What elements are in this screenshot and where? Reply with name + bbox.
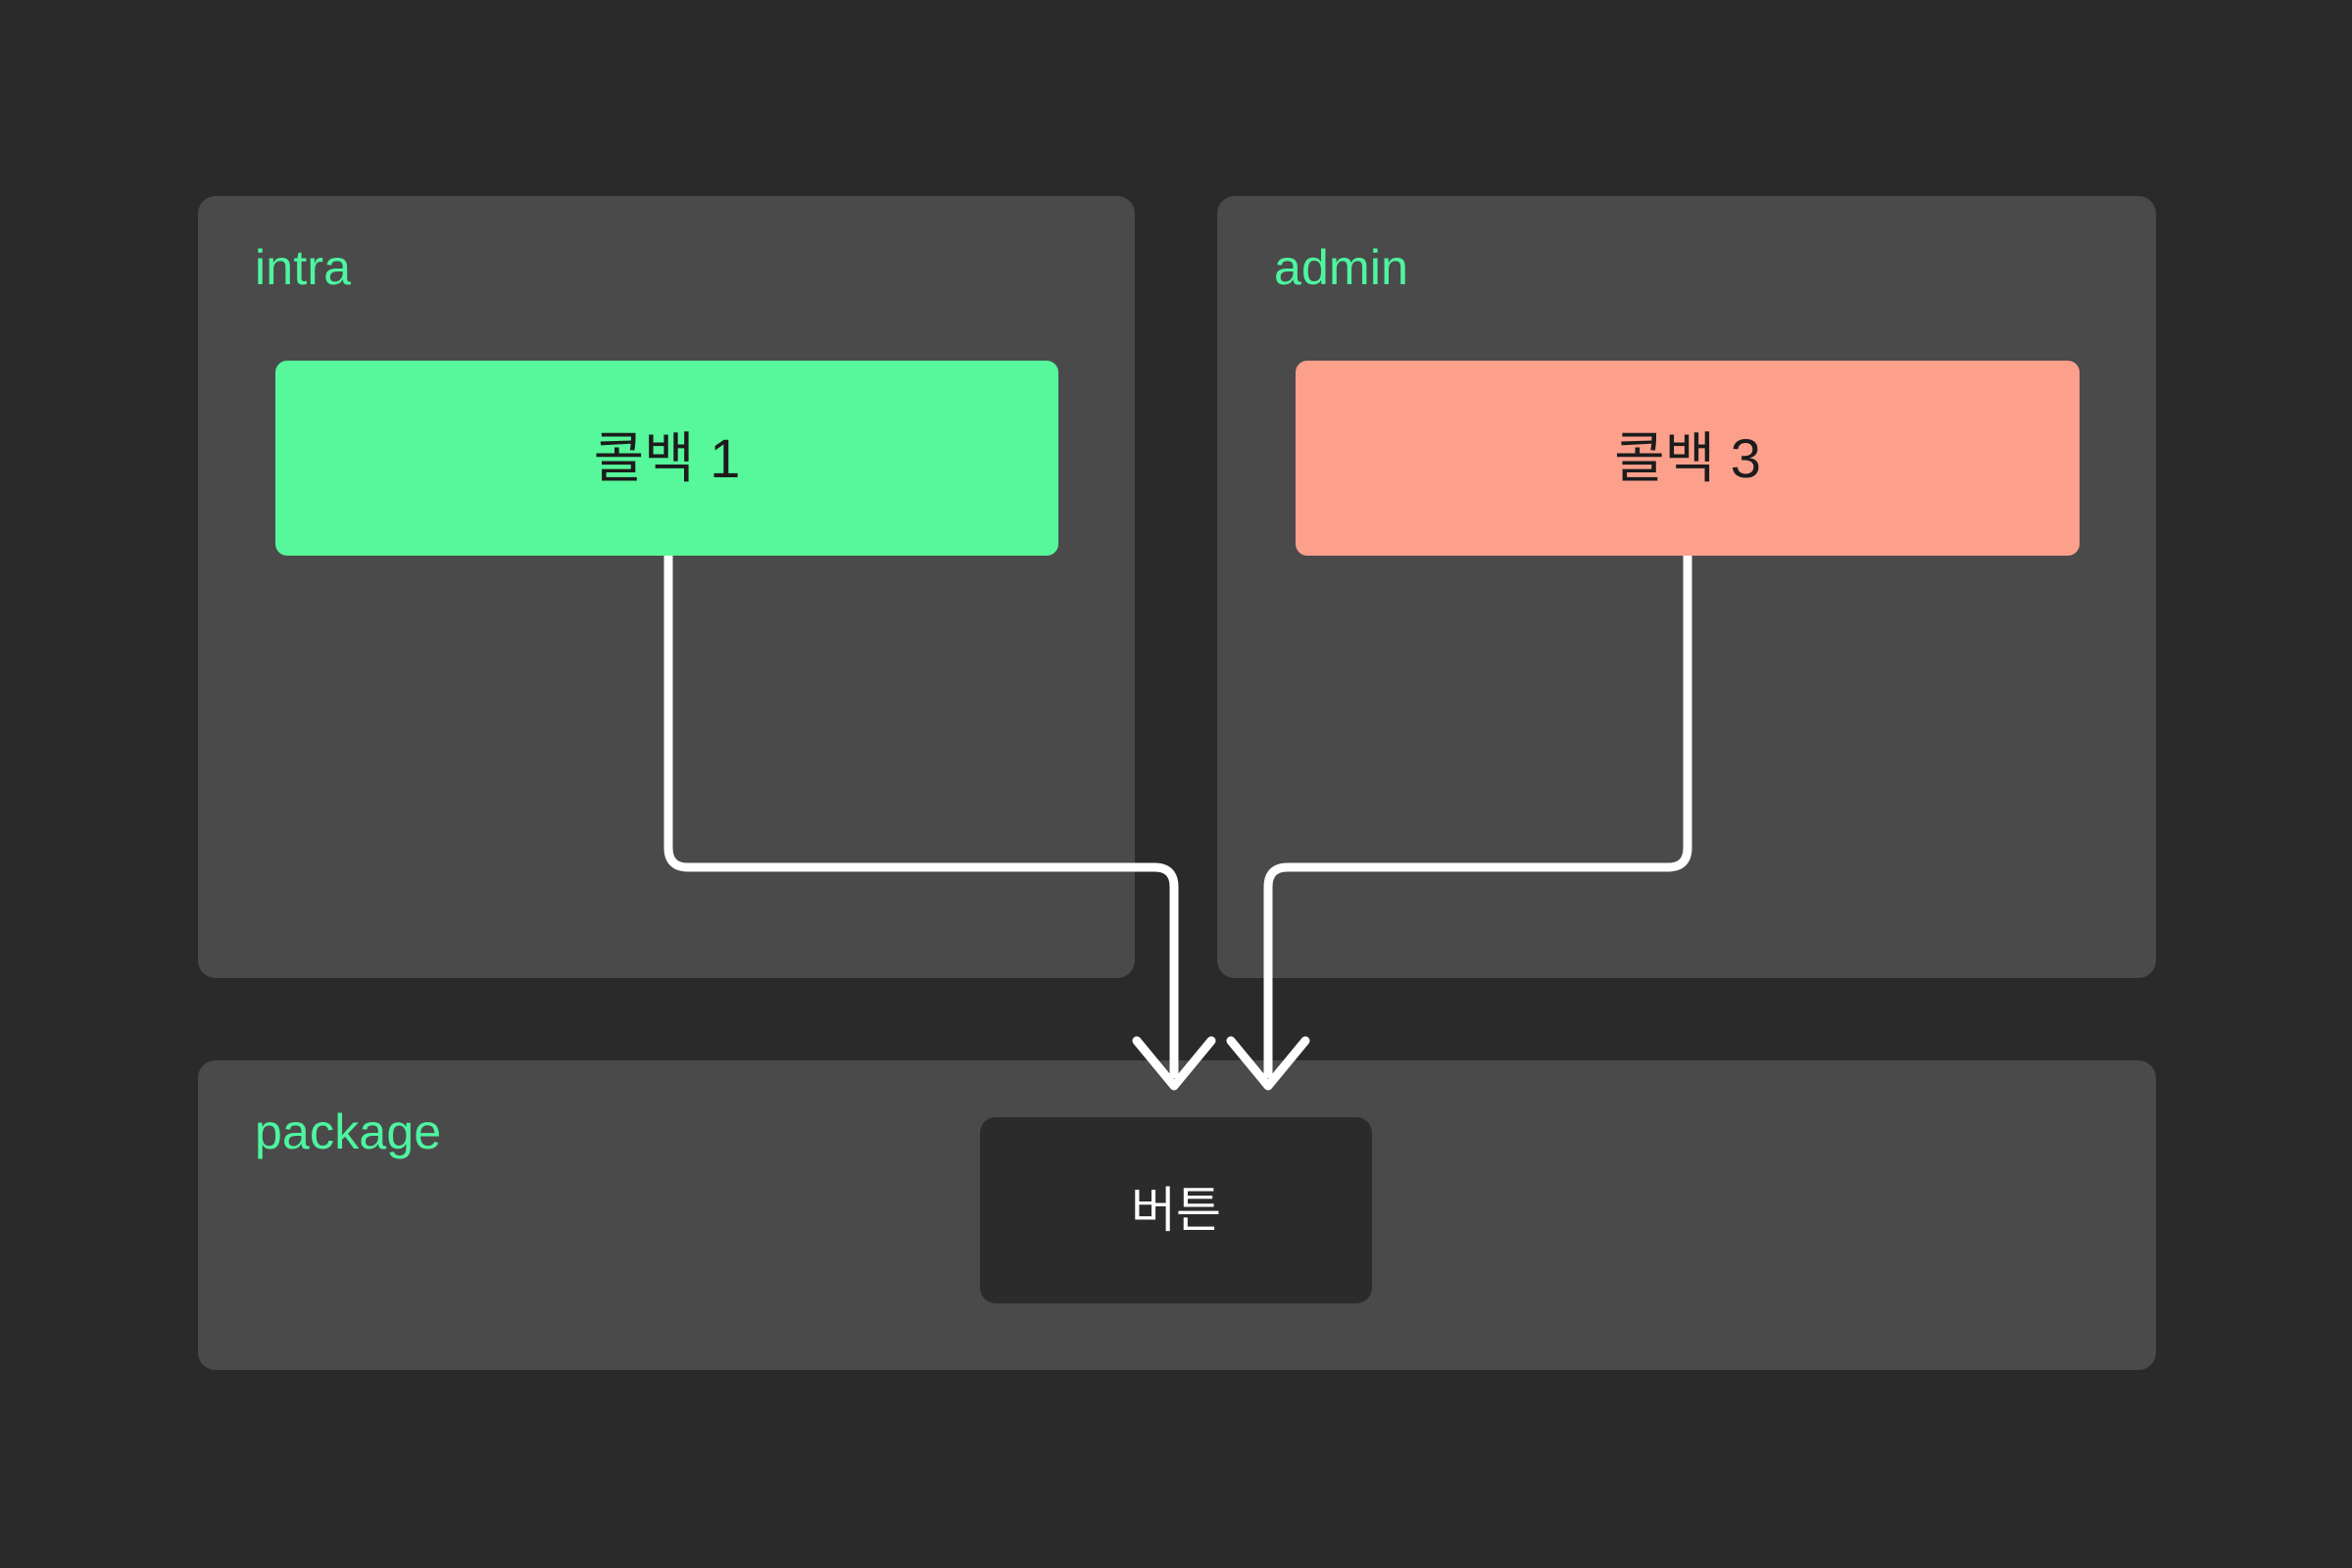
node-callback1[interactable]: 콜백 1 bbox=[275, 361, 1058, 556]
cluster-label-package: package bbox=[255, 1104, 442, 1159]
node-callback3[interactable]: 콜백 3 bbox=[1296, 361, 2080, 556]
node-callback3-label: 콜백 3 bbox=[1614, 426, 1761, 489]
cluster-admin[interactable] bbox=[1217, 196, 2156, 978]
cluster-label-admin: admin bbox=[1274, 240, 1409, 295]
node-button-label: 버튼 bbox=[1131, 1183, 1221, 1238]
node-button[interactable]: 버튼 bbox=[980, 1117, 1372, 1303]
cluster-intra[interactable] bbox=[198, 196, 1135, 978]
cluster-label-intra: intra bbox=[255, 240, 352, 295]
node-callback1-label: 콜백 1 bbox=[593, 426, 741, 489]
